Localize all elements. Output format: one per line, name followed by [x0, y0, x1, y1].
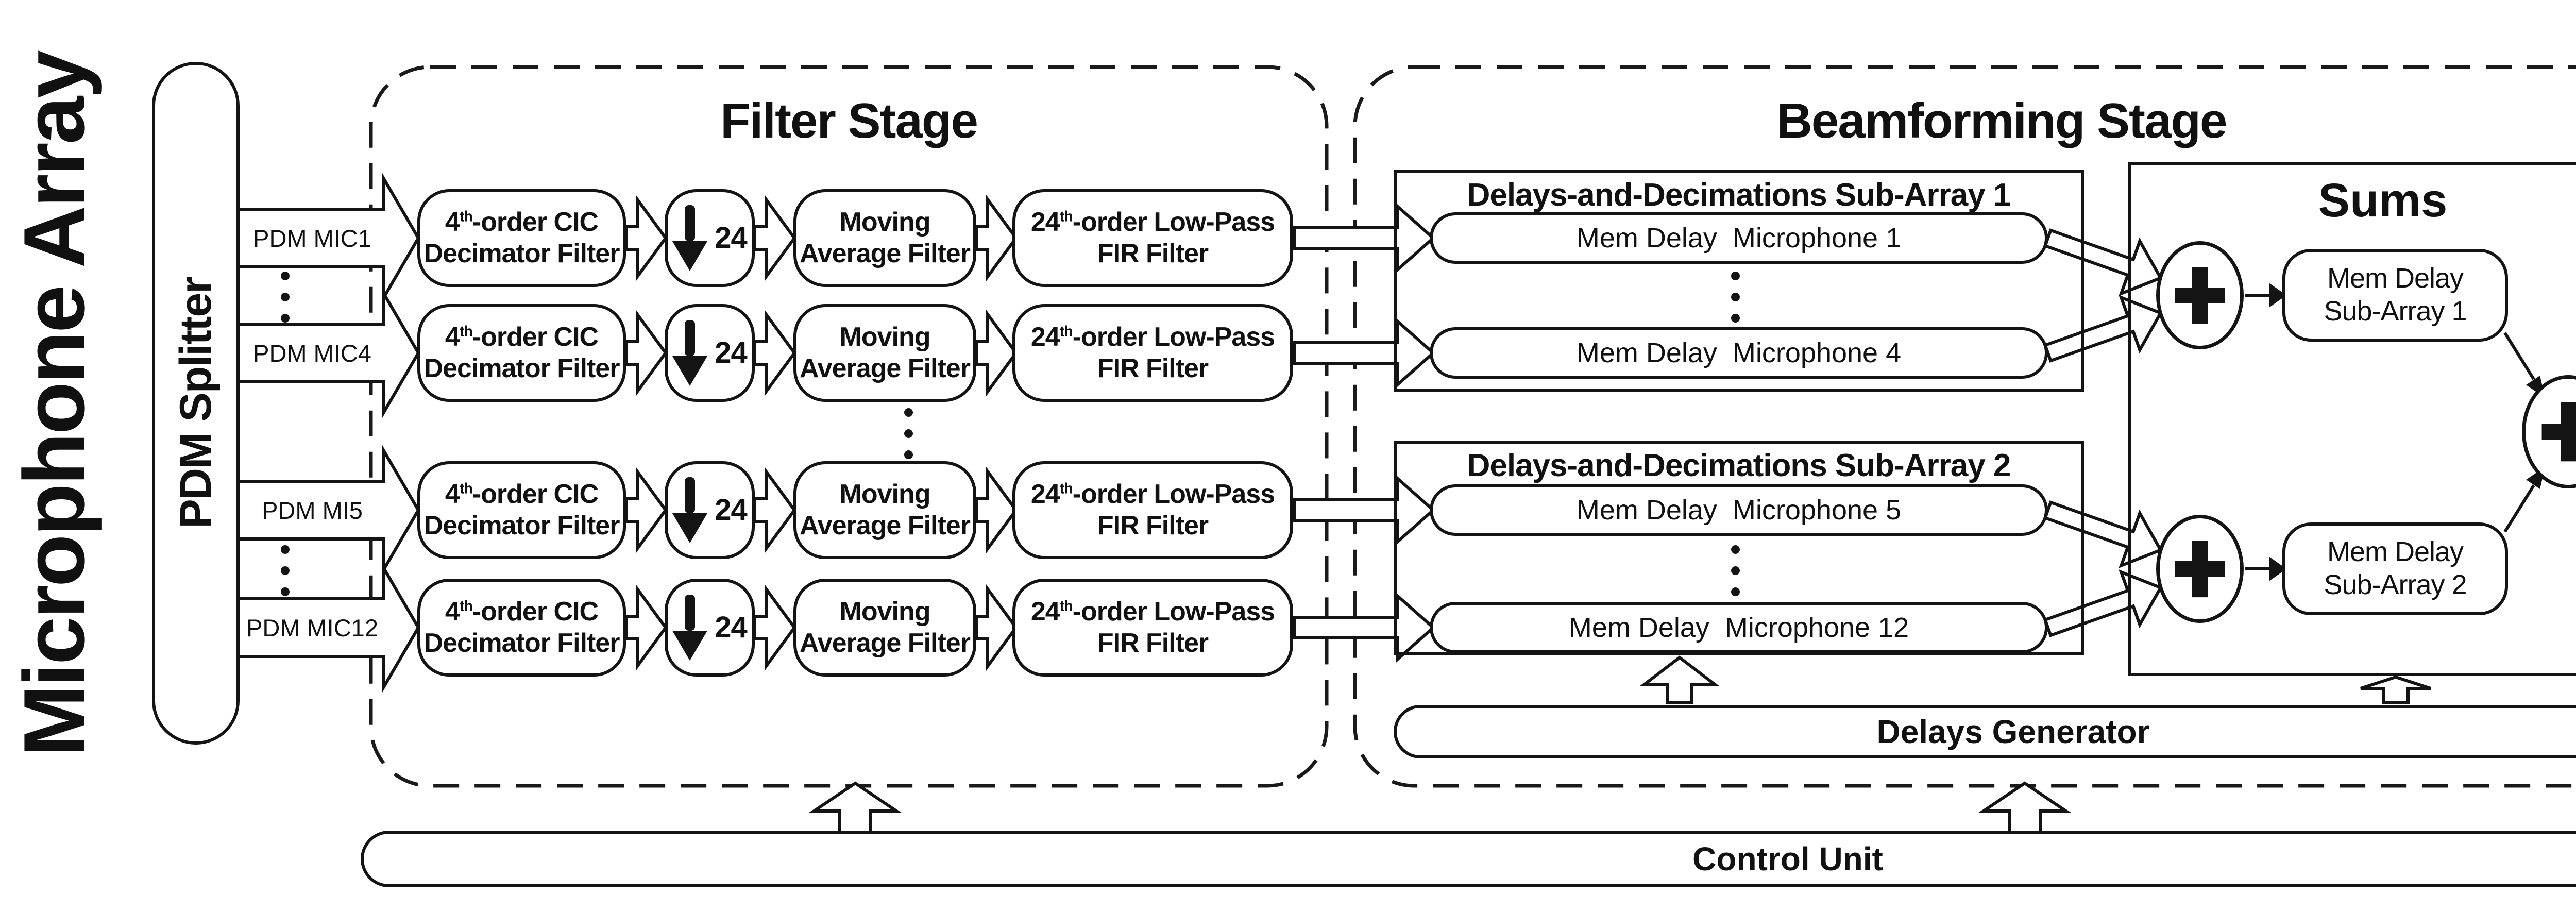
- ellipsis-icon: [1731, 272, 1740, 323]
- connector-arrow: [753, 584, 796, 671]
- adder2-circle: [2156, 515, 2244, 623]
- decimator-block: 24: [665, 461, 755, 559]
- control-unit: Control Unit: [361, 831, 2576, 887]
- downsample-arrow-icon: [672, 205, 708, 271]
- connector-arrow: [975, 584, 1018, 671]
- ellipsis-icon: [281, 545, 290, 596]
- subarray1-to-final-adder: [2503, 332, 2535, 380]
- plus-icon: [2526, 379, 2576, 485]
- subarray1-title: Delays-and-Decimations Sub-Array 1: [1467, 177, 2011, 213]
- mem-delay-pill-4: Mem Delay Microphone 4: [1430, 327, 2048, 379]
- memdelay-to-adder2-arrow: [2043, 569, 2163, 637]
- microphone-array-label: Microphone Array: [5, 52, 103, 757]
- connector-arrow: [624, 309, 668, 397]
- ellipsis-icon: [904, 408, 913, 459]
- pdm-mic1-arrow: [236, 173, 420, 303]
- decimator-block: 24: [665, 579, 755, 677]
- mem-delay-pill-12: Mem Delay Microphone 12: [1430, 602, 2048, 653]
- lowpass-fir-block: 24th-order Low-Pass FIR Filter: [1012, 579, 1293, 677]
- lowpass-fir-block: 24th-order Low-Pass FIR Filter: [1012, 304, 1293, 402]
- connector-arrow: [753, 466, 796, 554]
- downsample-arrow-icon: [672, 595, 708, 661]
- delays-generator-to-sums-arrow: [2360, 675, 2431, 704]
- cic-filter-block: 4th-order CIC Decimator Filter: [417, 461, 626, 559]
- subarray1-box: [1394, 170, 2084, 392]
- sums-title: Sums: [2318, 174, 2448, 227]
- filter-stage-box: [369, 65, 1329, 788]
- pdm-input-label-3: PDM MI5: [262, 496, 363, 524]
- plus-icon: [2160, 245, 2240, 346]
- pdm-mic5-arrow: [236, 445, 420, 576]
- memdelay-to-adder1-arrow: [2043, 228, 2163, 296]
- adder1-circle: [2156, 241, 2244, 349]
- cic-filter-block: 4th-order CIC Decimator Filter: [417, 579, 626, 677]
- fir-to-memdelay-arrow: [1293, 317, 1436, 389]
- fir-to-memdelay-arrow: [1293, 475, 1436, 546]
- connector-arrow: [975, 309, 1018, 397]
- beamforming-stage-title: Beamforming Stage: [1776, 93, 2228, 148]
- ellipsis-icon: [281, 272, 290, 323]
- pdm-splitter-label: PDM Splitter: [171, 277, 221, 529]
- lowpass-fir-block: 24th-order Low-Pass FIR Filter: [1012, 461, 1293, 559]
- pdm-mic12-arrow: [236, 562, 420, 693]
- cic-filter-block: 4th-order CIC Decimator Filter: [417, 304, 626, 402]
- beamforming-stage-box: [1353, 65, 2576, 788]
- control-to-beamforming-arrow: [1978, 781, 2071, 834]
- memdelay-to-adder1-arrow: [2043, 295, 2163, 363]
- connector-arrow: [624, 194, 668, 282]
- pdm-input-label-4: PDM MIC12: [246, 614, 378, 642]
- control-to-filter-arrow: [809, 781, 902, 834]
- pdm-input-label-2: PDM MIC4: [253, 339, 371, 367]
- mem-delay-pill-1: Mem Delay Microphone 1: [1430, 212, 2048, 264]
- ellipsis-icon: [1731, 545, 1740, 596]
- adder2-out-head: [2269, 556, 2286, 581]
- cic-filter-block: 4th-order CIC Decimator Filter: [417, 189, 626, 287]
- fir-to-memdelay-arrow: [1293, 203, 1436, 274]
- pdm-input-label-1: PDM MIC1: [253, 224, 371, 252]
- connector-arrow: [624, 584, 668, 671]
- memdelay-to-adder2-arrow: [2043, 500, 2163, 568]
- filter-stage-title: Filter Stage: [720, 93, 978, 148]
- subarray2-to-final-adder: [2503, 484, 2535, 533]
- connector-arrow: [753, 309, 796, 397]
- mem-delay-pill-5: Mem Delay Microphone 5: [1430, 484, 2048, 536]
- delays-generator: Delays Generator: [1394, 705, 2576, 758]
- fir-to-memdelay-arrow: [1293, 592, 1436, 663]
- adder1-out-head: [2269, 283, 2286, 308]
- plus-icon: [2160, 518, 2240, 619]
- connector-arrow: [975, 194, 1018, 282]
- downsample-arrow-icon: [672, 320, 708, 386]
- subarray2-title: Delays-and-Decimations Sub-Array 2: [1467, 447, 2011, 483]
- sums-box: [2128, 162, 2576, 676]
- delays-generator-to-subarray-arrow: [1640, 655, 1719, 704]
- pdm-splitter-block: [152, 62, 240, 745]
- connector-arrow: [975, 466, 1018, 554]
- final-adder-circle: [2522, 375, 2576, 488]
- pdm-mic4-arrow: [236, 288, 420, 418]
- downsample-arrow-icon: [672, 477, 708, 543]
- connector-arrow: [624, 466, 668, 554]
- subarray2-box: [1394, 441, 2084, 655]
- decimator-block: 24: [665, 304, 755, 402]
- connector-arrow: [753, 194, 796, 282]
- lowpass-fir-block: 24th-order Low-Pass FIR Filter: [1012, 189, 1293, 287]
- decimator-block: 24: [665, 189, 755, 287]
